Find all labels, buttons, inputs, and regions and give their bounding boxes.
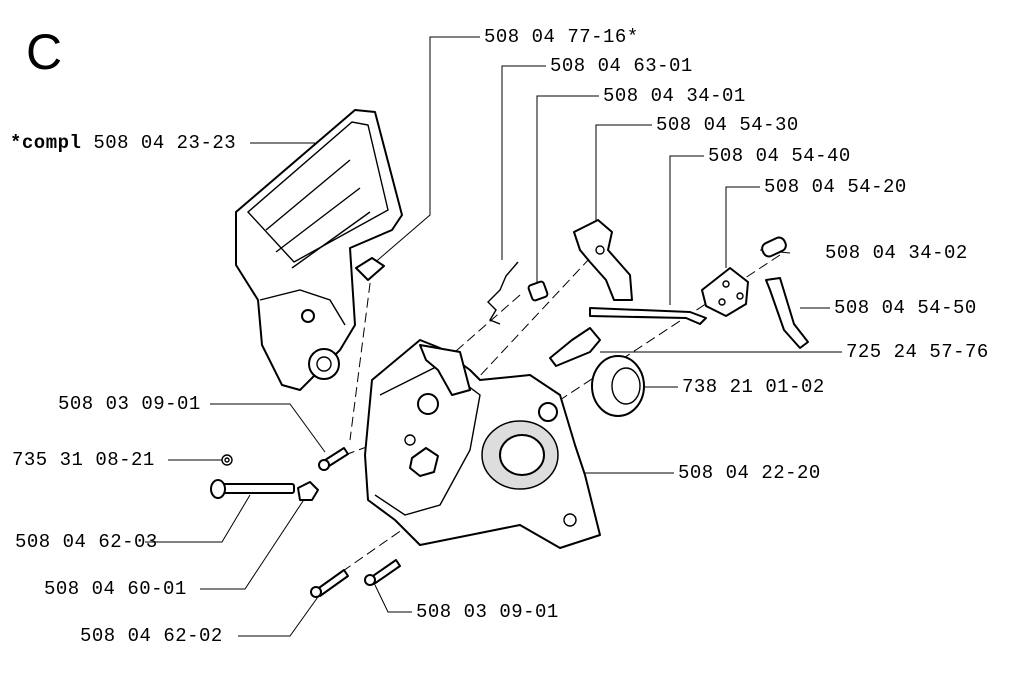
- adjuster-part: [210, 479, 295, 499]
- label-bearing: 738 21 01-02: [682, 376, 825, 398]
- rod-part: [589, 307, 707, 325]
- label-bushing: 508 04 34-01: [603, 85, 746, 107]
- label-bushing-2: 508 04 34-02: [825, 242, 968, 264]
- label-nut: 508 04 60-01: [44, 578, 187, 600]
- link-part: [765, 277, 809, 349]
- bushing-2-part: [761, 236, 787, 258]
- bolt-part: [549, 327, 601, 367]
- cover-part: [235, 109, 403, 391]
- label-screw-top: 508 04 77-16*: [484, 26, 639, 48]
- label-bolt: 725 24 57-76: [846, 341, 989, 363]
- label-adjuster: 508 04 62-03: [15, 531, 158, 553]
- section-letter: C: [26, 24, 63, 80]
- nut-part: [297, 481, 319, 501]
- label-spring: 508 04 63-01: [550, 55, 693, 77]
- label-lever: 508 04 54-30: [656, 114, 799, 136]
- screw-bottom-part: [364, 559, 401, 586]
- label-screw-bottom: 508 03 09-01: [416, 601, 559, 623]
- screw-left-part: [318, 447, 349, 471]
- label-pin: 508 04 62-02: [80, 625, 223, 647]
- bushing-part: [527, 280, 549, 302]
- clip-part: [221, 454, 233, 466]
- label-link: 508 04 54-50: [834, 297, 977, 319]
- label-cover: *compl 508 04 23-23: [10, 132, 237, 154]
- label-plate: 508 04 54-20: [764, 176, 907, 198]
- pin-part: [310, 569, 349, 598]
- label-screw-left: 508 03 09-01: [58, 393, 201, 415]
- label-clip: 735 31 08-21: [12, 449, 155, 471]
- spring-part: [487, 261, 519, 325]
- label-rod: 508 04 54-40: [708, 145, 851, 167]
- housing-part: [364, 339, 601, 549]
- leader-lines: [145, 36, 842, 637]
- plate-part: [701, 267, 749, 317]
- lever-part: [573, 219, 633, 301]
- label-housing: 508 04 22-20: [678, 462, 821, 484]
- bearing-part: [591, 355, 645, 417]
